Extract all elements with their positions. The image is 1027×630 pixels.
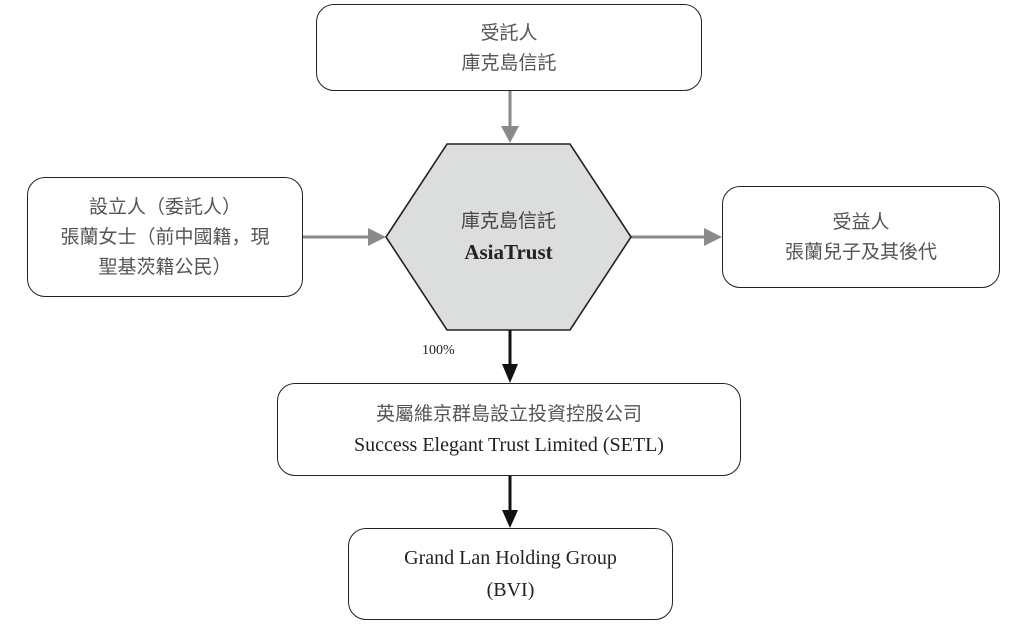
arrowhead-holding xyxy=(502,510,518,528)
beneficiary-box: 受益人 張蘭兒子及其後代 xyxy=(722,186,1000,288)
beneficiary-role: 受益人 xyxy=(832,211,890,233)
ownership-percent-label: 100% xyxy=(422,343,455,358)
trustee-box: 受託人 庫克島信託 xyxy=(316,4,702,91)
settlor-role: 設立人（委託人） xyxy=(88,196,241,218)
arrowhead-beneficiary xyxy=(704,228,722,246)
trust-hexagon xyxy=(385,143,632,331)
settlor-line2: 張蘭女士（前中國籍，現 xyxy=(60,226,270,248)
setl-name-cn: 英屬維京群島設立投資控股公司 xyxy=(375,402,642,425)
settlor-box: 設立人（委託人） 張蘭女士（前中國籍，現 聖基茨籍公民） xyxy=(27,177,303,297)
settlor-line3: 聖基茨籍公民） xyxy=(98,256,232,278)
holding-box: Grand Lan Holding Group (BVI) xyxy=(348,528,673,620)
arrowhead-settlor xyxy=(368,228,386,246)
trust-name-en: AsiaTrust xyxy=(464,240,553,264)
arrowhead-trustee xyxy=(501,126,519,143)
holding-line2: (BVI) xyxy=(486,579,535,601)
trust-name-cn: 庫克島信託 xyxy=(460,210,556,232)
trustee-name: 庫克島信託 xyxy=(461,51,557,74)
setl-box: 英屬維京群島設立投資控股公司 Success Elegant Trust Lim… xyxy=(277,383,741,476)
beneficiary-name: 張蘭兒子及其後代 xyxy=(784,241,937,263)
trust-label: 庫克島信託 AsiaTrust xyxy=(386,144,631,330)
trustee-role: 受託人 xyxy=(480,21,538,44)
setl-name-en: Success Elegant Trust Limited (SETL) xyxy=(354,433,664,456)
arrowhead-setl xyxy=(502,364,518,383)
holding-line1: Grand Lan Holding Group xyxy=(404,547,617,569)
